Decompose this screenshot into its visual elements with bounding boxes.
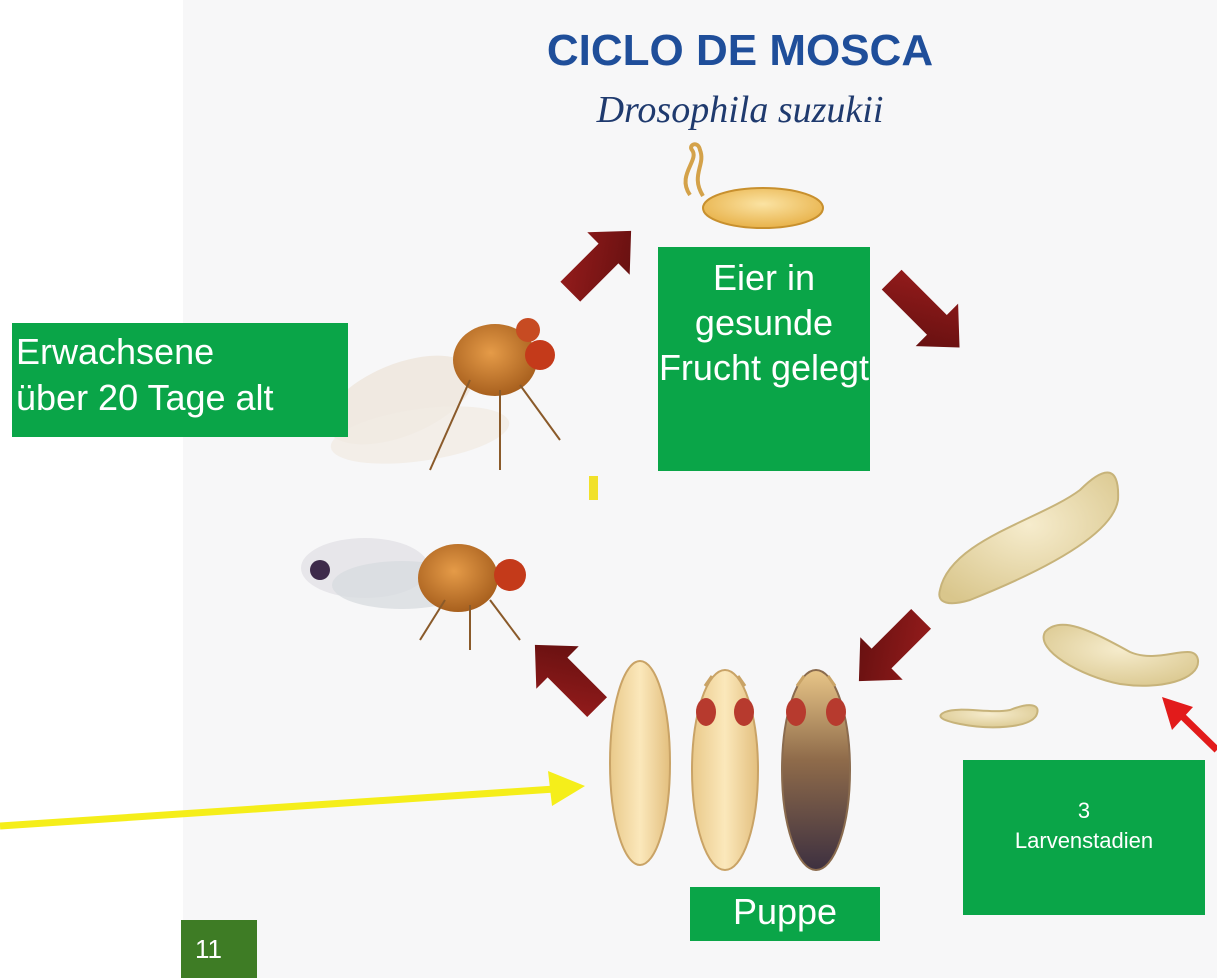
pupa-light [609, 660, 671, 866]
adult-label: Erwachsene über 20 Tage alt [12, 323, 348, 437]
larva-small [939, 704, 1039, 729]
species-name: Drosophila suzukii [596, 89, 884, 131]
eggs-label: Eier in gesunde Frucht gelegt [658, 247, 870, 471]
yellow-marker [589, 476, 598, 500]
pupa-dark [781, 669, 851, 871]
cycle-arrow-adult-to-egg [560, 230, 632, 302]
larva-label: 3 Larvenstadien [963, 760, 1205, 915]
larva-stage-text: Larvenstadien [1014, 828, 1154, 853]
cycle-arrow-egg-to-larva [881, 269, 960, 348]
yellow-pointer-arrow [0, 771, 585, 830]
larva-count: 3 [1077, 798, 1091, 823]
pupa-red-eyes [691, 669, 759, 871]
egg-illustration [683, 142, 824, 229]
pupa-label: Puppe [690, 887, 880, 941]
adult-label-line2: über 20 Tage alt [16, 377, 274, 418]
diagram-title: CICLO DE MOSCA [546, 26, 934, 75]
adult-label-line1: Erwachsene [16, 331, 215, 372]
adult-fly-top [326, 318, 561, 471]
page-number: 11 [181, 920, 257, 978]
larva-large [938, 471, 1120, 605]
cycle-arrow-pupa-to-adult [534, 644, 608, 718]
larva-medium [1042, 623, 1200, 687]
cycle-arrow-larva-to-pupa [858, 608, 932, 682]
adult-fly-bottom [301, 538, 526, 650]
red-pointer-arrow [1162, 697, 1217, 753]
